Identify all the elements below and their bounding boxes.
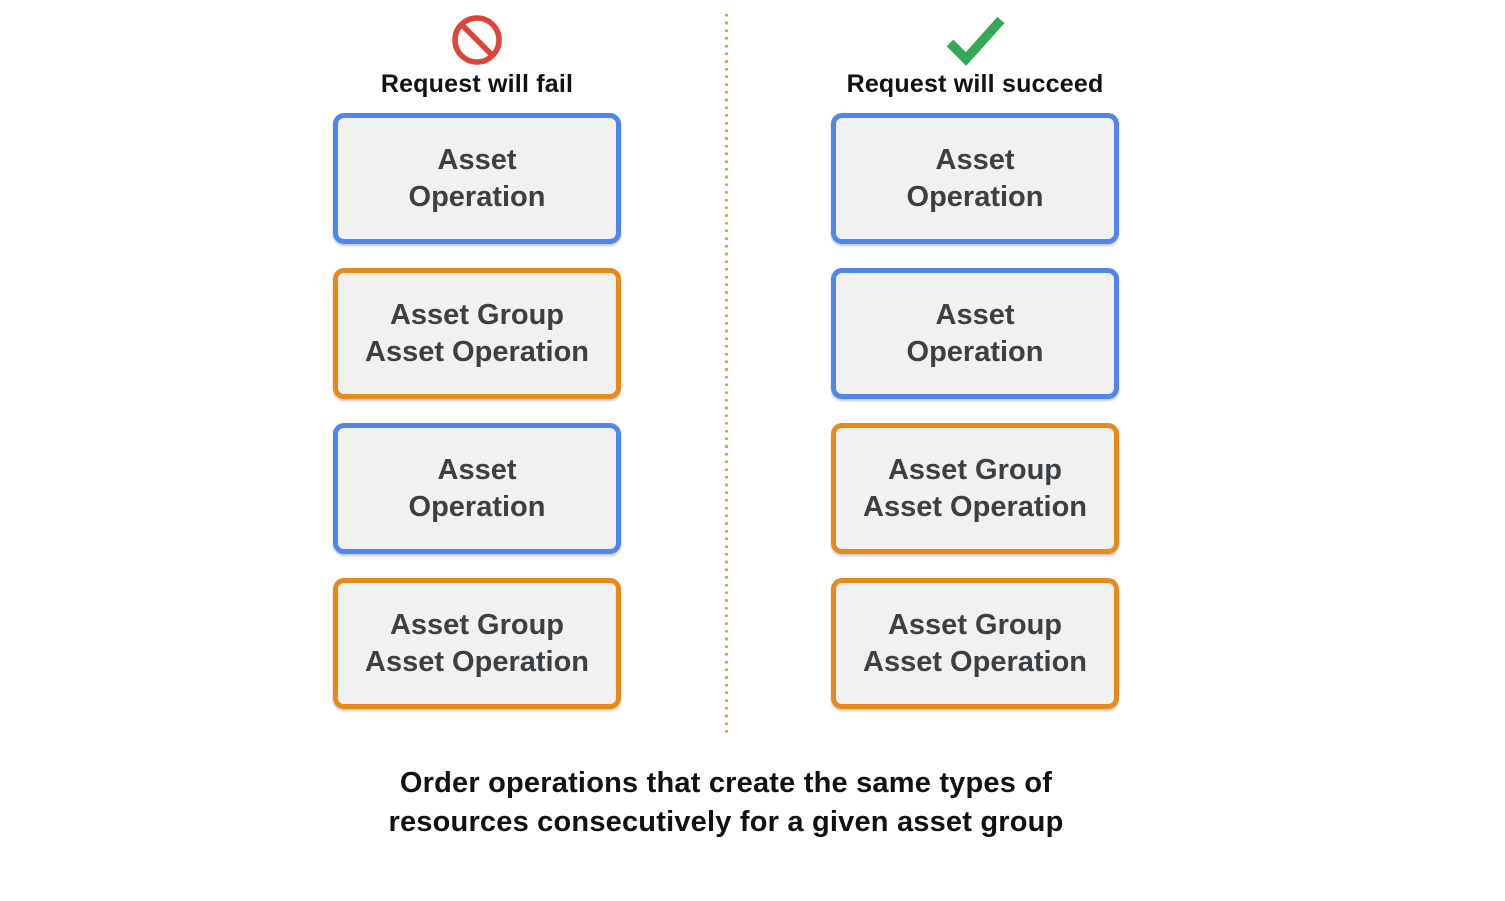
fail-column: Request will fail Asset Operation Asset …: [333, 14, 621, 733]
succeed-column-header: Request will succeed: [846, 70, 1104, 98]
succeed-column: Request will succeed Asset Operation Ass…: [831, 14, 1119, 733]
asset-operation-box: Asset Operation: [831, 113, 1119, 244]
prohibited-icon: [451, 14, 503, 66]
asset-group-asset-operation-box: Asset Group Asset Operation: [333, 578, 621, 709]
dotted-divider: [725, 14, 728, 738]
asset-operation-box: Asset Operation: [333, 113, 621, 244]
asset-group-asset-operation-box: Asset Group Asset Operation: [333, 268, 621, 399]
asset-operation-box: Asset Operation: [333, 423, 621, 554]
asset-group-asset-operation-box: Asset Group Asset Operation: [831, 423, 1119, 554]
fail-column-header: Request will fail: [380, 70, 574, 98]
asset-operation-box: Asset Operation: [831, 268, 1119, 399]
asset-group-asset-operation-box: Asset Group Asset Operation: [831, 578, 1119, 709]
checkmark-icon: [943, 14, 1007, 66]
diagram-caption: Order operations that create the same ty…: [388, 767, 1064, 838]
